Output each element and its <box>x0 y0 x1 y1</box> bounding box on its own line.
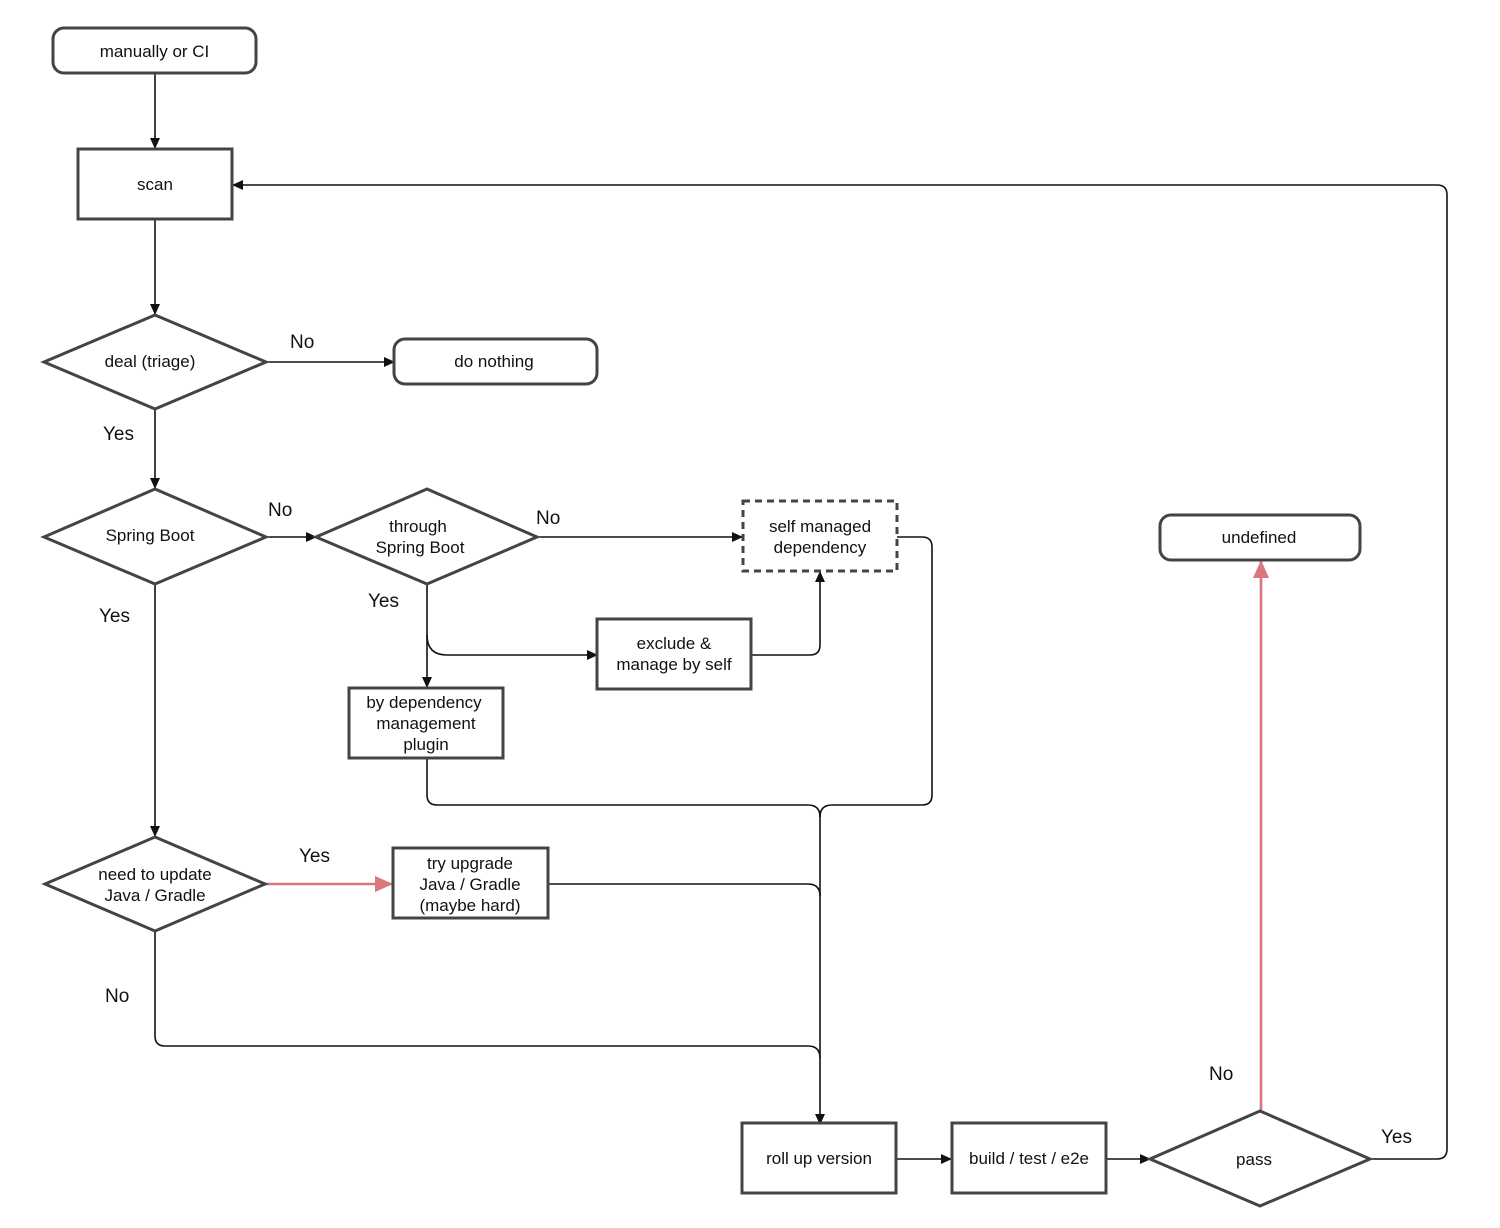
node-by-dependency-management-plugin: by dependency management plugin <box>347 686 505 760</box>
node-label: through <box>389 517 447 536</box>
edge-label-update-yes: Yes <box>299 846 330 867</box>
node-exclude-manage-by-self: exclude & manage by self <box>595 617 753 691</box>
edge-self-managed-to-merge <box>819 536 933 818</box>
node-label: pass <box>1236 1150 1272 1169</box>
edge-label-pass-yes: Yes <box>1381 1127 1412 1148</box>
node-label: management <box>376 714 476 733</box>
node-try-upgrade: try upgrade Java / Gradle (maybe hard) <box>391 846 550 920</box>
node-build-test-e2e: build / test / e2e <box>950 1121 1108 1195</box>
node-label: by dependency <box>366 693 482 712</box>
edge-label-pass-no: No <box>1209 1064 1233 1085</box>
node-undefined: undefined <box>1158 513 1362 562</box>
edge-through-yes-to-exclude <box>426 634 598 660</box>
node-label: deal (triage) <box>105 352 196 371</box>
node-need-to-update-java-gradle: need to update Java / Gradle <box>41 835 269 933</box>
node-label: need to update <box>98 865 211 884</box>
node-manually-or-ci: manually or CI <box>51 26 258 75</box>
node-label: undefined <box>1222 528 1297 547</box>
edge-label-deal-no: No <box>290 332 314 353</box>
node-do-nothing: do nothing <box>392 337 599 386</box>
node-label: roll up version <box>766 1149 872 1168</box>
edge-try-upgrade-to-merge <box>548 883 821 897</box>
node-label: plugin <box>403 735 448 754</box>
edge-exclude-to-self-managed <box>751 571 825 656</box>
node-label: try upgrade <box>427 854 513 873</box>
node-label: scan <box>137 175 173 194</box>
edge-label-through-yes: Yes <box>368 591 399 612</box>
node-label: Spring Boot <box>376 538 465 557</box>
node-deal-triage: deal (triage) <box>40 313 270 411</box>
edge-label-spring-boot-no: No <box>268 500 292 521</box>
edge-label-spring-boot-yes: Yes <box>99 606 130 627</box>
node-label: Java / Gradle <box>104 886 205 905</box>
node-label: do nothing <box>454 352 533 371</box>
node-through-spring-boot: through Spring Boot <box>312 487 541 586</box>
node-scan: scan <box>76 147 234 221</box>
edges <box>150 73 1448 1164</box>
edge-need-update-no-to-merge <box>154 932 821 1059</box>
edge-label-update-no: No <box>105 986 129 1007</box>
node-label: Spring Boot <box>106 526 195 545</box>
node-self-managed-dependency: self managed dependency <box>741 499 899 573</box>
edge-label-through-no: No <box>536 508 560 529</box>
node-pass: pass <box>1146 1109 1374 1208</box>
edge-labels: No Yes No Yes No Yes Yes No No Yes <box>99 332 1412 1148</box>
node-label: self managed <box>769 517 871 536</box>
node-label: manage by self <box>616 655 732 674</box>
edge-by-dependency-to-merge <box>426 758 821 818</box>
node-label: Java / Gradle <box>419 875 520 894</box>
edge-label-deal-yes: Yes <box>103 424 134 445</box>
node-label: build / test / e2e <box>969 1149 1089 1168</box>
edge-pass-yes-to-scan <box>232 180 1448 1160</box>
node-label: exclude & <box>637 634 712 653</box>
node-label: manually or CI <box>100 42 210 61</box>
node-roll-up-version: roll up version <box>740 1121 898 1195</box>
node-spring-boot: Spring Boot <box>40 487 270 586</box>
node-label: (maybe hard) <box>419 896 520 915</box>
node-label: dependency <box>774 538 867 557</box>
